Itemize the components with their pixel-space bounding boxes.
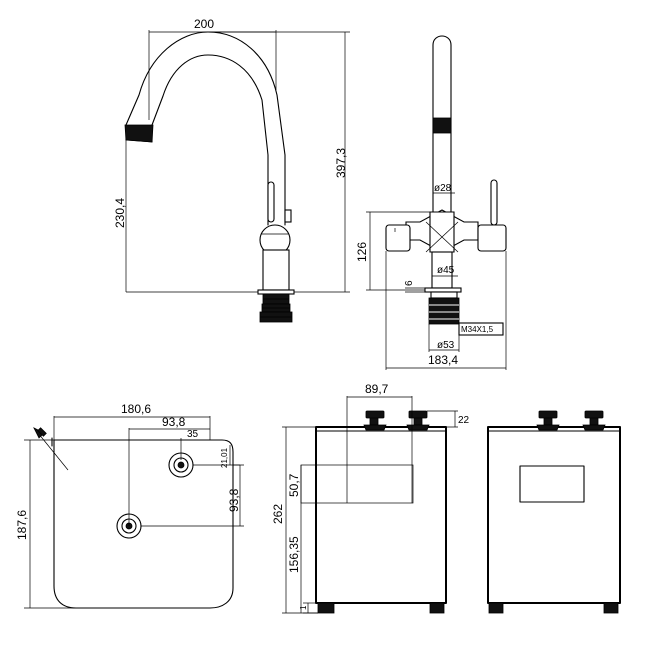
dim-spout-height: 230,4 — [113, 198, 127, 228]
dim-boiler-window-h: 50,7 — [287, 473, 301, 497]
dim-thread-diameter: ø53 — [437, 340, 455, 351]
dim-top-hole-offset: 35 — [187, 429, 199, 440]
boiler-front-view — [487, 410, 621, 614]
dim-boiler-window-pos: 156,35 — [287, 536, 301, 573]
dim-top-hole-dy: 93,8 — [227, 488, 241, 512]
dim-boiler-fitting-h: 22 — [458, 415, 470, 426]
dim-body-height: 126 — [355, 242, 369, 262]
dim-top-hole-dx: 93,8 — [162, 415, 186, 429]
dim-side-width: 200 — [194, 17, 214, 31]
tap-side-view: 200 397,3 230,4 — [113, 17, 350, 323]
dim-top-hole-top: 21,01 — [220, 447, 229, 468]
boiler-top-view: 180,6 93,8 35 21,01 93,8 187,6 — [15, 402, 244, 609]
dim-side-height: 397,3 — [334, 148, 348, 178]
dim-boiler-top-width: 89,7 — [365, 382, 389, 396]
dim-boiler-foot: 1 — [299, 605, 308, 610]
dim-body-diameter: ø28 — [434, 183, 452, 194]
dim-top-width: 180,6 — [121, 402, 151, 416]
tap-front-view: ø28 126 ø45 6 M34X1,5 ø53 183,4 — [355, 35, 507, 370]
boiler-side-view: 89,7 22 262 50,7 156,35 1 — [271, 382, 470, 614]
dim-front-depth: 183,4 — [428, 353, 458, 367]
dim-thread: M34X1,5 — [461, 325, 494, 334]
dim-base-diameter: ø45 — [437, 265, 455, 276]
dim-top-depth: 187,6 — [15, 510, 29, 540]
dim-base-gap: 6 — [404, 280, 415, 286]
dim-boiler-height: 262 — [271, 504, 285, 524]
